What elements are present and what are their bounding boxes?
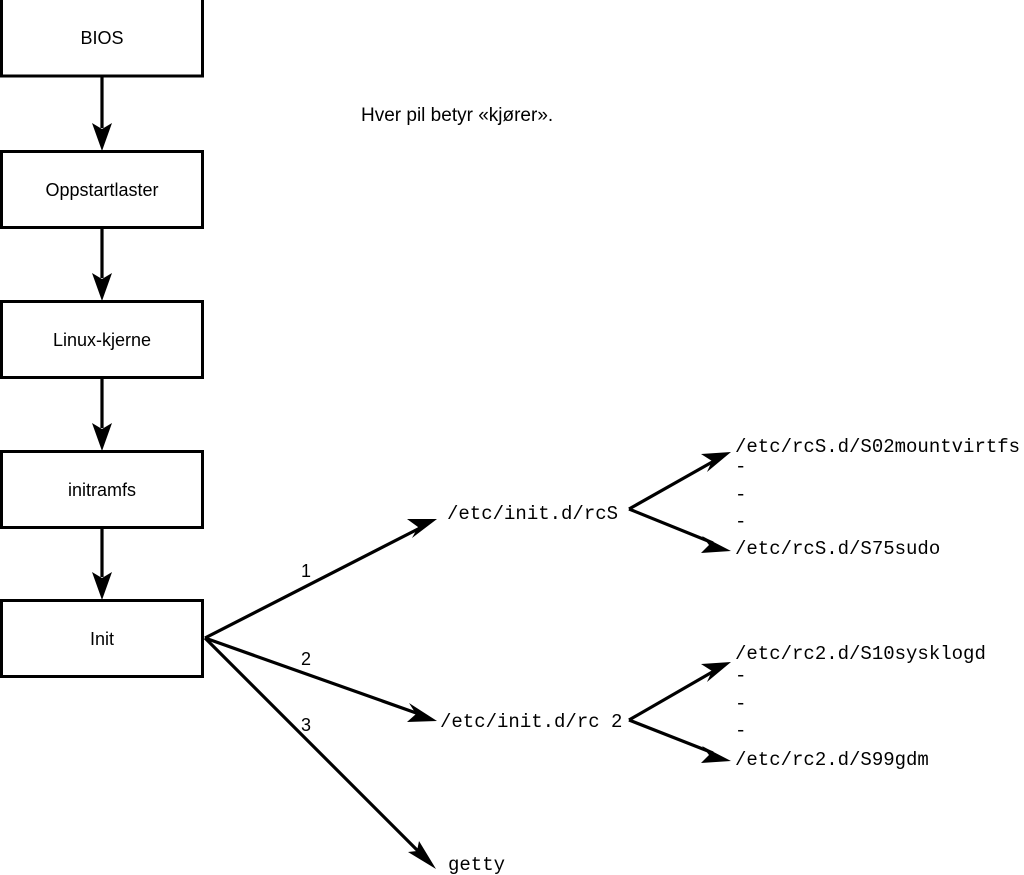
node-bios-rect (0, 0, 204, 78)
label-rcs-ellipsis-3: - (735, 511, 746, 533)
arrow-rc2-to-first-script (628, 662, 731, 722)
arrow-kernel-to-initramfs (92, 377, 112, 451)
node-bootloader[interactable]: Oppstartlaster (0, 150, 204, 229)
label-rc2-ellipsis-2: - (735, 693, 746, 715)
arrowhead-icon (92, 273, 112, 301)
label-rcs-ellipsis-2: - (735, 484, 746, 506)
arrowhead-icon (701, 662, 731, 682)
label-init-d-rcs: /etc/init.d/rcS (447, 503, 618, 525)
node-init-label: Init (90, 629, 114, 649)
node-bootloader-label: Oppstartlaster (45, 180, 158, 200)
node-initramfs-rect (0, 450, 204, 529)
node-bios-label: BIOS (80, 28, 123, 48)
arrowhead-icon (408, 841, 436, 869)
node-kernel[interactable]: Linux-kjerne (0, 300, 204, 379)
label-init-d-rc2: /etc/init.d/rc 2 (440, 711, 622, 733)
arrow-init-branch-2 (204, 636, 437, 722)
arrowhead-icon (407, 519, 437, 538)
label-getty: getty (448, 854, 505, 875)
node-init[interactable]: Init (0, 599, 204, 678)
edge-number-2: 2 (301, 649, 311, 669)
label-rc2-last-script: /etc/rc2.d/S99gdm (735, 749, 929, 771)
arrowhead-icon (701, 536, 731, 553)
label-rcs-first-script: /etc/rcS.d/S02mountvirtfs (735, 436, 1020, 458)
arrowhead-icon (92, 572, 112, 600)
arrowhead-icon (92, 123, 112, 151)
arrow-bios-to-bootloader (92, 76, 112, 151)
node-init-rect (0, 599, 204, 678)
diagram-caption: Hver pil betyr «kjører». (361, 105, 553, 126)
arrow-rcs-to-last-script (628, 507, 731, 553)
arrow-init-branch-3 (203, 636, 436, 869)
node-bootloader-rect (0, 150, 204, 229)
arrowhead-icon (92, 423, 112, 451)
arrow-initramfs-to-init (92, 527, 112, 600)
label-rcs-last-script: /etc/rcS.d/S75sudo (735, 538, 940, 560)
arrowhead-icon (701, 452, 731, 472)
edge-number-1: 1 (301, 561, 311, 581)
arrow-rcs-to-first-script (628, 452, 731, 511)
arrowhead-icon (701, 746, 731, 763)
label-rc2-first-script: /etc/rc2.d/S10sysklogd (735, 643, 986, 665)
label-rc2-ellipsis-3: - (735, 720, 746, 742)
label-rcs-ellipsis-1: - (735, 456, 746, 478)
node-kernel-label: Linux-kjerne (53, 330, 151, 350)
arrowhead-icon (407, 703, 437, 722)
arrow-rc2-to-last-script (628, 718, 731, 763)
arrow-init-branch-1 (204, 519, 437, 640)
arrow-bootloader-to-kernel (92, 227, 112, 301)
node-initramfs[interactable]: initramfs (0, 450, 204, 529)
node-initramfs-label: initramfs (68, 480, 136, 500)
edge-number-3: 3 (301, 715, 311, 735)
label-rc2-ellipsis-1: - (735, 665, 746, 687)
node-bios[interactable]: BIOS (0, 0, 204, 78)
